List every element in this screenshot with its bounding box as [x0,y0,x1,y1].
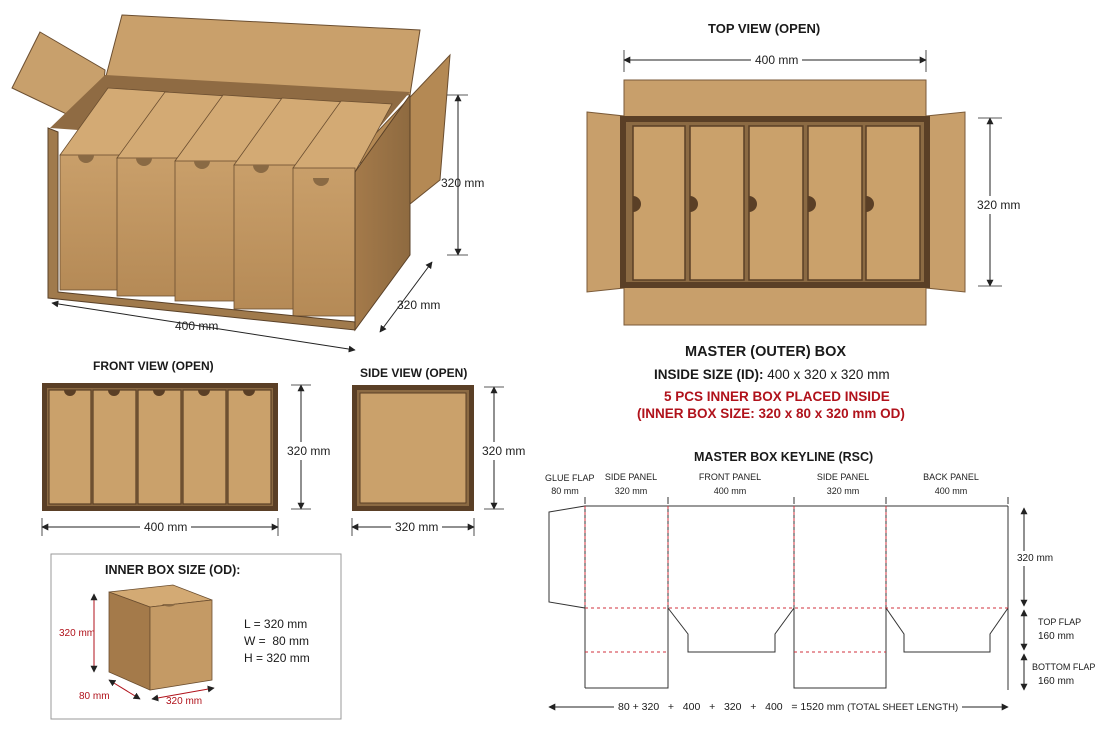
master-box-title: MASTER (OUTER) BOX [685,344,847,360]
keyline-height-label: 320 mm [1017,551,1054,566]
panel-name: SIDE PANEL [604,472,658,482]
inner-box-length-label: 320 mm [166,696,203,707]
top-view-width-label: 400 mm [751,53,803,67]
top-view-title: TOP VIEW (OPEN) [708,21,821,36]
panel-side-2: SIDE PANEL 320 mm [808,472,878,496]
side-view-width-label: 320 mm [391,520,443,534]
panel-name: GLUE FLAP [545,473,595,483]
iso-master-box [11,14,468,353]
iso-inner-boxes [59,87,393,317]
inside-size-value: 400 x 320 x 320 mm [767,367,890,382]
inner-box-spec-w: W = 80 mm [244,634,310,648]
master-inside-size: INSIDE SIZE (ID): 400 x 320 x 320 mm [654,367,890,382]
keyline-fold-lines [584,506,1008,653]
iso-depth-label: 320 mm [397,298,441,312]
side-view-drawing [351,385,504,536]
bottom-flap-label: BOTTOM FLAP [1032,662,1096,672]
inner-box-spec-l: L = 320 mm [244,617,308,631]
side-view-title: SIDE VIEW (OPEN) [360,366,468,380]
top-flap-size: 160 mm [1038,631,1075,642]
keyline-title: MASTER BOX KEYLINE (RSC) [694,450,874,464]
front-view-drawing [41,383,311,536]
panel-size: 80 mm [551,486,579,496]
inner-box-title: INNER BOX SIZE (OD): [105,563,241,577]
panel-name: BACK PANEL [923,472,979,482]
inner-box-spec-h: H = 320 mm [244,651,310,665]
top-view-height-label: 320 mm [977,196,1021,214]
panel-glue-flap: GLUE FLAP 80 mm [545,473,595,496]
panel-name: SIDE PANEL [816,472,870,482]
inner-size-line: (INNER BOX SIZE: 320 x 80 x 320 mm OD) [637,406,905,421]
side-view-height-label: 320 mm [482,442,526,460]
total-note: (TOTAL SHEET LENGTH) [847,702,959,713]
keyline-total-length: 80 + 320 + 400 + 320 + 400 = 1520 mm (TO… [614,701,963,713]
front-view-height-label: 320 mm [287,442,331,460]
panel-front: FRONT PANEL 400 mm [690,472,770,496]
inner-box-panel [50,553,342,720]
top-flap-label: TOP FLAP [1038,617,1082,627]
panel-size: 400 mm [713,486,747,496]
keyline-drawing [548,497,1009,690]
inner-box-height-label: 320 mm [59,628,96,639]
panel-size: 320 mm [826,486,860,496]
front-view-width-label: 400 mm [140,520,192,534]
top-view-drawing [586,50,1002,326]
iso-width-label: 400 mm [175,319,219,333]
panel-side-1: SIDE PANEL 320 mm [596,472,666,496]
front-view-title: FRONT VIEW (OPEN) [93,359,214,373]
iso-height-label: 320 mm [441,176,485,190]
bottom-flap-size: 160 mm [1038,676,1075,687]
total-formula: 80 + 320 + 400 + 320 + 400 = 1520 mm [618,701,845,713]
panel-back: BACK PANEL 400 mm [911,472,991,496]
inner-box-width-label: 80 mm [79,691,110,702]
panel-size: 320 mm [614,486,648,496]
panel-name: FRONT PANEL [698,472,762,482]
inside-size-label: INSIDE SIZE (ID): [654,367,764,382]
panel-size: 400 mm [934,486,968,496]
inner-count-line: 5 PCS INNER BOX PLACED INSIDE [664,389,890,404]
